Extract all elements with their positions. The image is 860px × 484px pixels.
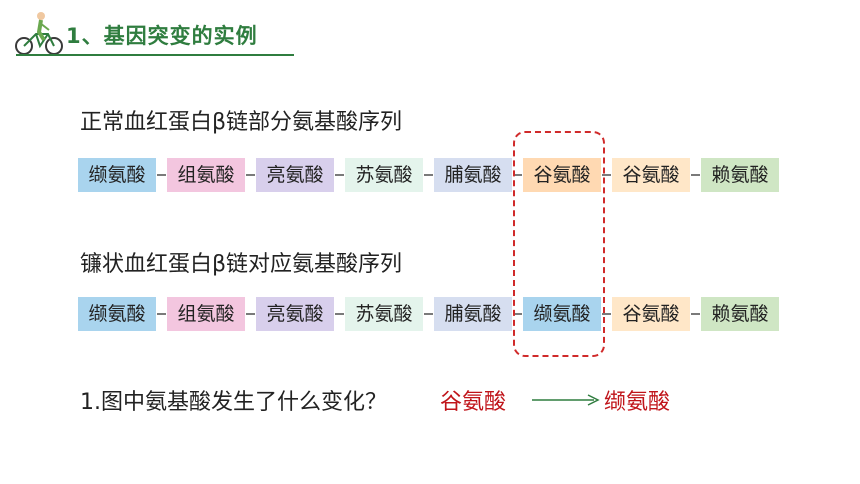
amino-acid-box: 缬氨酸 [78, 158, 156, 192]
normal-sequence-label: 正常血红蛋白β链部分氨基酸序列 [80, 110, 403, 135]
slide-header: 1、基因突变的实例 [8, 8, 294, 56]
amino-acid-box: 亮氨酸 [256, 158, 334, 192]
answer-from: 谷氨酸 [440, 390, 507, 415]
peptide-bond-connector [246, 174, 255, 176]
amino-acid-box: 苏氨酸 [345, 158, 423, 192]
amino-acid-box: 谷氨酸 [523, 158, 601, 192]
question-text: 1.图中氨基酸发生了什么变化？ [80, 390, 387, 415]
amino-acid-box: 赖氨酸 [701, 158, 779, 192]
peptide-bond-connector [602, 313, 611, 315]
answer-to: 缬氨酸 [604, 390, 671, 415]
peptide-bond-connector [513, 313, 522, 315]
peptide-bond-connector [691, 313, 700, 315]
amino-acid-box: 谷氨酸 [612, 297, 690, 331]
amino-acid-box: 缬氨酸 [523, 297, 601, 331]
mutation-highlight-box [513, 131, 605, 357]
amino-acid-box: 赖氨酸 [701, 297, 779, 331]
peptide-bond-connector [335, 313, 344, 315]
peptide-bond-connector [691, 174, 700, 176]
amino-acid-box: 缬氨酸 [78, 297, 156, 331]
amino-acid-box: 苏氨酸 [345, 297, 423, 331]
peptide-bond-connector [602, 174, 611, 176]
amino-acid-box: 谷氨酸 [612, 158, 690, 192]
title-underline [16, 54, 294, 56]
amino-acid-box: 组氨酸 [167, 158, 245, 192]
amino-acid-box: 组氨酸 [167, 297, 245, 331]
peptide-bond-connector [157, 313, 166, 315]
cyclist-icon [15, 12, 63, 55]
peptide-bond-connector [424, 174, 433, 176]
peptide-bond-connector [246, 313, 255, 315]
sickle-sequence-label: 镰状血红蛋白β链对应氨基酸序列 [80, 252, 403, 277]
peptide-bond-connector [513, 174, 522, 176]
peptide-bond-connector [335, 174, 344, 176]
peptide-bond-connector [157, 174, 166, 176]
amino-acid-box: 脯氨酸 [434, 297, 512, 331]
amino-acid-box: 脯氨酸 [434, 158, 512, 192]
peptide-bond-connector [424, 313, 433, 315]
amino-acid-box: 亮氨酸 [256, 297, 334, 331]
arrow-icon [532, 394, 600, 406]
page-title: 1、基因突变的实例 [66, 24, 258, 48]
